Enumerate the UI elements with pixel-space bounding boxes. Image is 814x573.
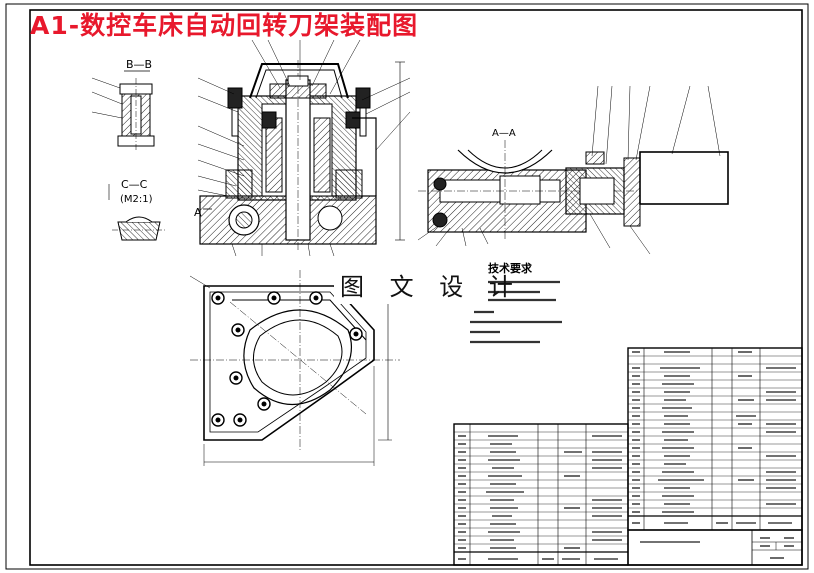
section-b-b-label: B—B (126, 58, 152, 71)
technical-requirements: 技术要求 (470, 261, 562, 344)
outer-border (5, 3, 809, 570)
section-a-a-view: A—A (417, 85, 729, 255)
view-a-marker: A (194, 206, 202, 219)
title-block (627, 529, 803, 566)
inner-border (29, 9, 803, 566)
section-b-b-view: B—B (91, 58, 155, 150)
section-c-c-label: C—C (121, 178, 148, 191)
drawing-title: A1-数控车床自动回转刀架装配图 (30, 11, 419, 40)
section-c-c-view: C—C (M2:1) (108, 178, 166, 241)
section-c-c-scale: (M2:1) (120, 194, 153, 205)
main-section-view: A (194, 39, 411, 257)
parts-list-right (627, 347, 803, 531)
tech-requirements-heading: 技术要求 (488, 261, 533, 275)
section-a-a-label: A—A (492, 128, 516, 139)
watermark-text: 图 文 设 计 (334, 270, 513, 304)
plan-view (189, 270, 400, 466)
parts-list-left (453, 423, 629, 566)
